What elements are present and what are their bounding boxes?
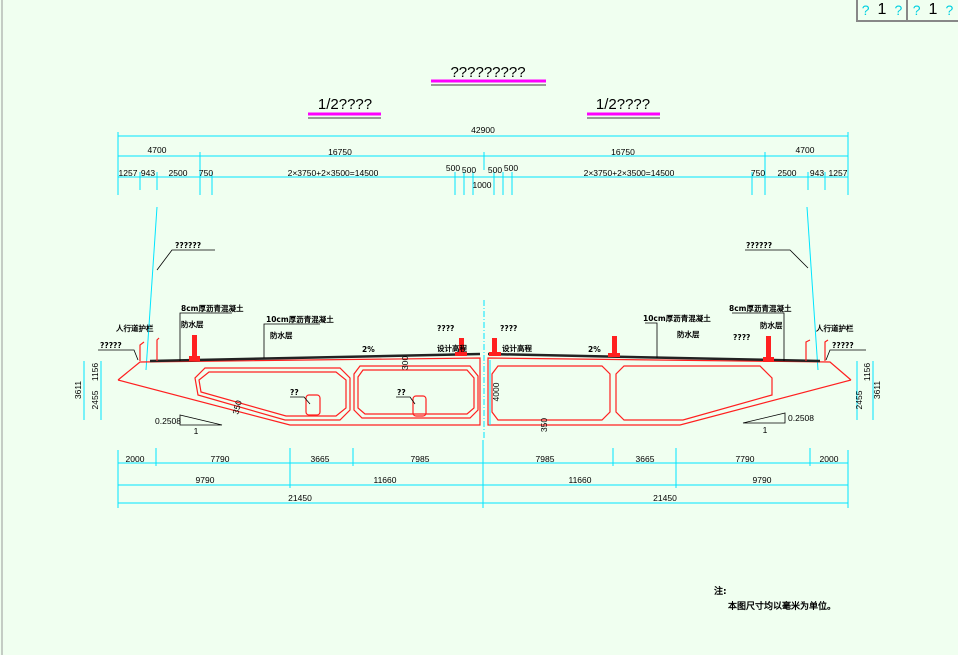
dim-girder-height: 4000 xyxy=(491,382,501,401)
label-asphalt-10cm-right: 10cm厚沥青混凝土 xyxy=(643,313,711,323)
label-waterproof-right: 防水层 xyxy=(677,329,700,339)
cell-suffix: ? xyxy=(945,2,954,18)
label-barrier-right: ???? xyxy=(733,333,750,342)
label-ped-rail-left: 人行道护栏 xyxy=(116,323,154,333)
label-ped-rail-right: 人行道护栏 xyxy=(816,323,854,333)
dim-total-width: 42900 xyxy=(471,125,495,135)
dim-bottom-thickness-right: 350 xyxy=(539,418,549,432)
annotations: ?????? ?????? 8cm厚沥青混凝土 防水层 10cm厚沥青混凝土 防… xyxy=(73,241,882,436)
dim-carriageway-right: 16750 xyxy=(611,147,635,157)
slope-ratio-left: 0.2508 xyxy=(155,416,181,426)
label-waterproof-left-2: 防水层 xyxy=(270,330,293,340)
notes-line-1: 本图尺寸均以毫米为单位。 xyxy=(728,600,836,612)
main-title: ????????? xyxy=(450,64,525,81)
label-slope-right: 2% xyxy=(588,345,601,354)
dim-b-9790-left: 9790 xyxy=(196,475,215,485)
label-barrier-center-left: ???? xyxy=(437,324,454,333)
dim-bottom-thickness-left: 350 xyxy=(230,399,243,416)
dim-500: 500 xyxy=(462,165,476,175)
sheet-total: 1 xyxy=(928,1,938,18)
dim-b-7790-left: 7790 xyxy=(211,454,230,464)
dim-b-2000-right: 2000 xyxy=(820,454,839,464)
label-slope-left: 2% xyxy=(362,345,375,354)
bottom-dimensions: 2000 7790 3665 7985 7985 3665 7790 2000 … xyxy=(117,440,849,508)
dim-carriageway-left: 16750 xyxy=(328,147,352,157)
label-hole-right: ?? xyxy=(397,388,406,397)
slope-ratio-right: 0.2508 xyxy=(788,413,814,423)
dim-b-11660-left: 11660 xyxy=(373,475,396,485)
dim-b-7790-right: 7790 xyxy=(736,454,755,464)
sheet-number: 1 xyxy=(877,1,887,18)
dim-3611-right: 3611 xyxy=(872,381,882,400)
right-half-title: 1/2???? xyxy=(596,96,650,113)
slope-unit-right: 1 xyxy=(763,425,768,435)
dim-2455-left: 2455 xyxy=(90,390,100,409)
slope-unit-left: 1 xyxy=(194,426,199,436)
cell-suffix: ? xyxy=(894,2,903,18)
label-waterproof-right-2: 防水层 xyxy=(760,320,783,330)
dim-1156-right: 1156 xyxy=(862,363,872,382)
label-design-elevation-left: 设计高程 xyxy=(437,343,467,353)
label-asphalt-8cm-left: 8cm厚沥青混凝土 xyxy=(181,303,244,313)
dim-sidewalk-right: 4700 xyxy=(796,145,815,155)
dim-1156-left: 1156 xyxy=(90,363,100,382)
label-barrier-center-right: ???? xyxy=(500,324,517,333)
label-waterproof-left: 防水层 xyxy=(181,319,204,329)
dim-sidewalk-left: 4700 xyxy=(148,145,167,155)
dim-lanes-left: 2×3750+2×3500=14500 xyxy=(288,168,379,178)
box-girder xyxy=(117,335,852,426)
dim-b-3665-right: 3665 xyxy=(636,454,655,464)
dim-500: 500 xyxy=(446,163,460,173)
light-pole-left xyxy=(145,206,158,371)
dim-b-11660-right: 11660 xyxy=(568,475,591,485)
label-asphalt-10cm-left: 10cm厚沥青混凝土 xyxy=(266,314,334,324)
dim-750-right: 750 xyxy=(751,168,765,178)
dim-943-right: 943 xyxy=(810,168,824,178)
dim-b-9790-right: 9790 xyxy=(753,475,772,485)
label-light-left: ?????? xyxy=(175,241,201,250)
dim-750-left: 750 xyxy=(199,168,213,178)
label-design-elevation-right: 设计高程 xyxy=(502,343,532,353)
dim-b-7985-left: 7985 xyxy=(411,454,430,464)
dim-1257-right: 1257 xyxy=(829,168,848,178)
dim-b-2000-left: 2000 xyxy=(126,454,145,464)
dim-lanes-right: 2×3750+2×3500=14500 xyxy=(584,168,675,178)
dim-2500-right: 2500 xyxy=(778,168,797,178)
light-pole-right xyxy=(806,206,819,371)
dim-b-21450-right: 21450 xyxy=(653,493,677,503)
label-light-right: ?????? xyxy=(746,241,772,250)
cell-prefix: ? xyxy=(861,2,870,18)
cell-prefix: ? xyxy=(912,2,921,18)
dim-deck-thickness: 300 xyxy=(400,356,410,370)
dim-b-3665-left: 3665 xyxy=(311,454,330,464)
label-curb-left: ????? xyxy=(100,341,122,350)
dim-3611-left: 3611 xyxy=(73,381,83,400)
dim-943-left: 943 xyxy=(141,168,155,178)
dim-500: 500 xyxy=(488,165,502,175)
dim-2500-left: 2500 xyxy=(169,168,188,178)
dim-500: 500 xyxy=(504,163,518,173)
dim-median-1000: 1000 xyxy=(473,180,492,190)
dim-1257-left: 1257 xyxy=(119,168,138,178)
top-dimensions: 42900 4700 16750 16750 4700 1257 943 250… xyxy=(117,125,849,195)
dim-2455-right: 2455 xyxy=(854,390,864,409)
dim-b-21450-left: 21450 xyxy=(288,493,312,503)
title-block-cell-2: ? 1? xyxy=(906,0,958,22)
title-block-cell-1: ? 1? xyxy=(856,0,908,22)
label-curb-right: ????? xyxy=(832,341,854,350)
left-half-title: 1/2???? xyxy=(318,96,372,113)
notes-heading: 注: xyxy=(714,585,727,597)
label-asphalt-8cm-right: 8cm厚沥青混凝土 xyxy=(729,303,792,313)
label-hole-left: ?? xyxy=(290,388,299,397)
dim-b-7985-right: 7985 xyxy=(536,454,555,464)
